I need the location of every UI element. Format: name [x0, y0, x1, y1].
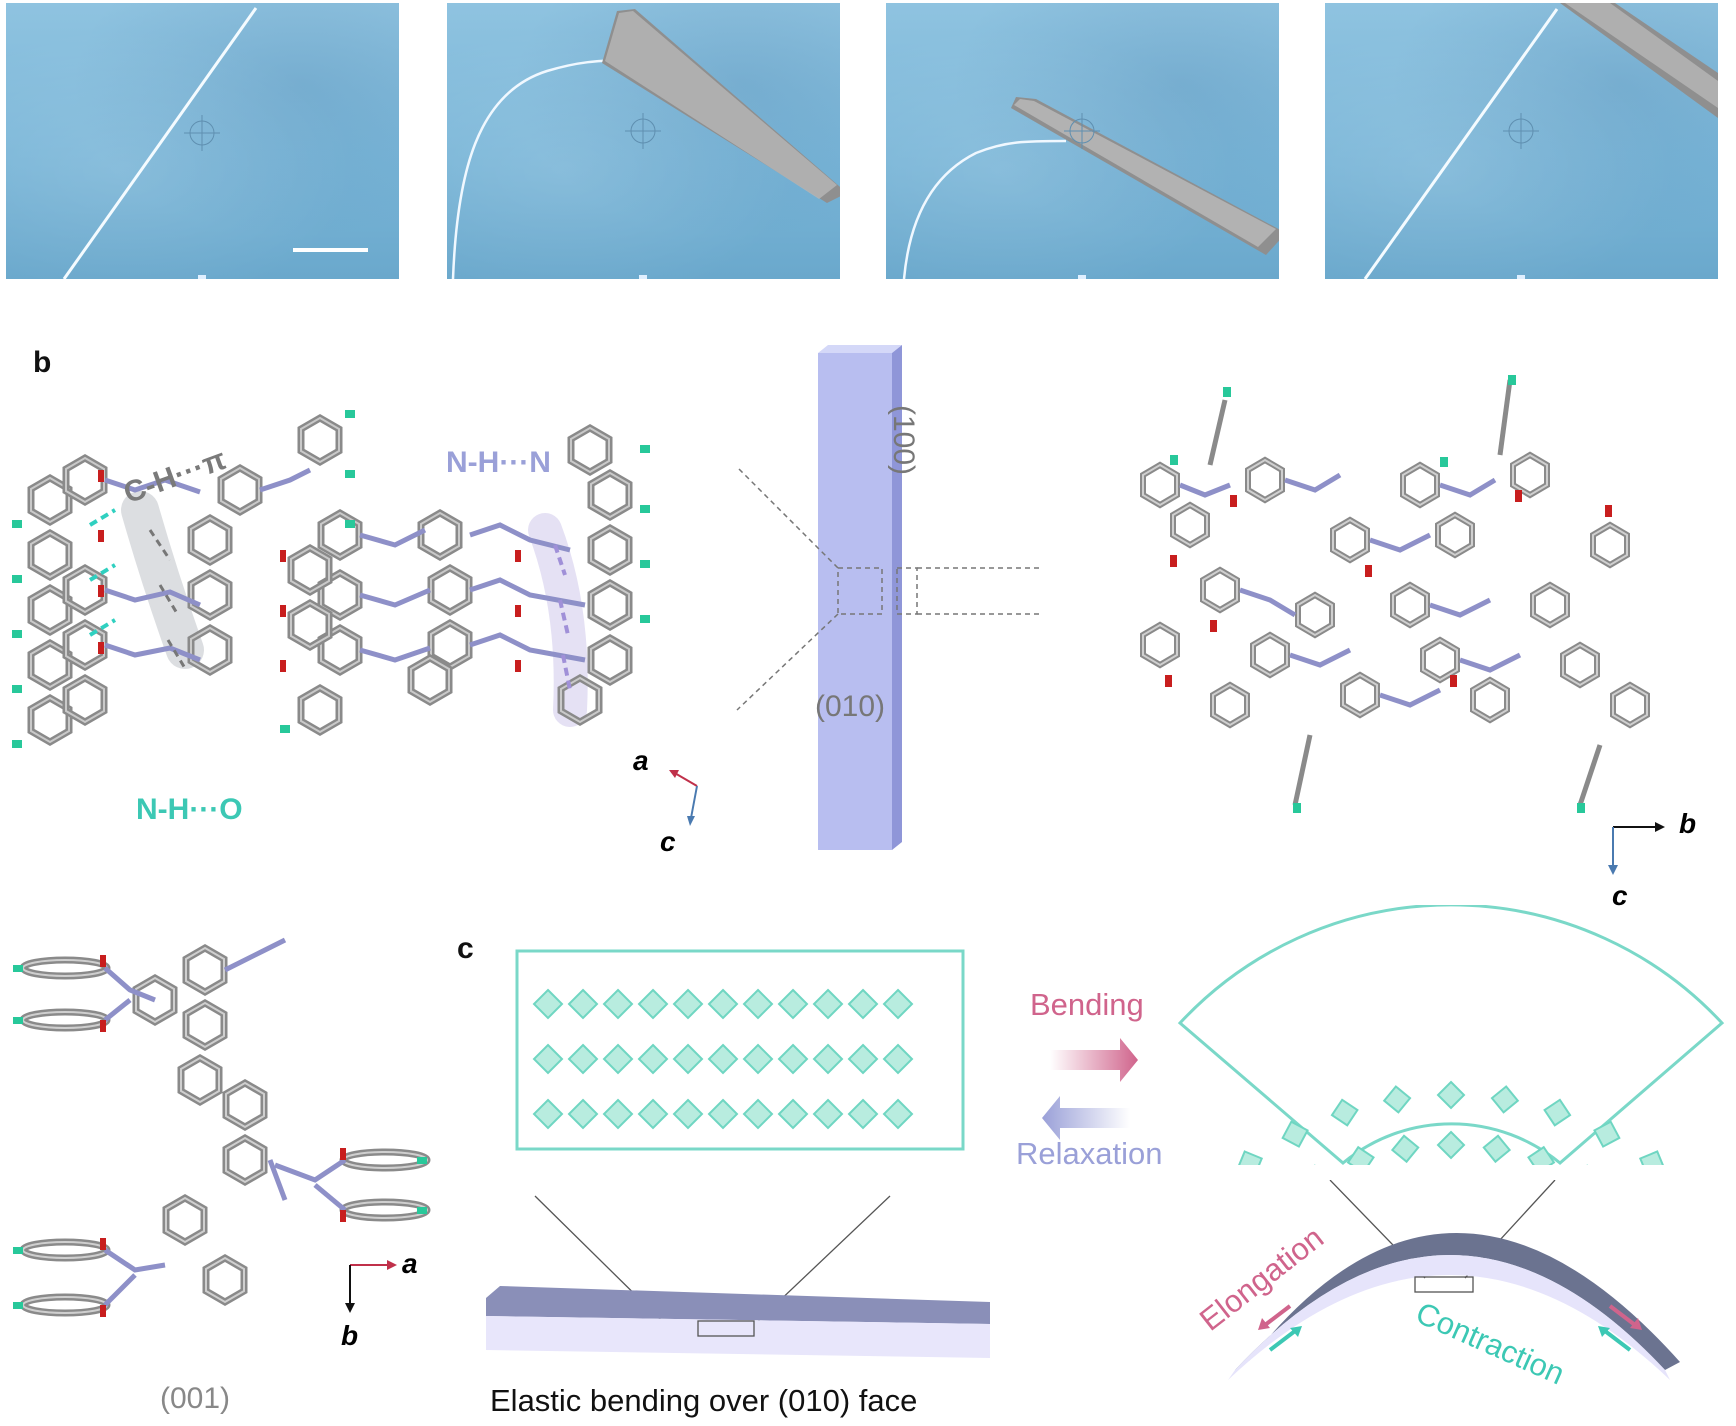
lattice-molecule-bent — [1527, 1145, 1556, 1165]
lattice-molecule — [777, 1043, 809, 1075]
lattice-molecule-bent — [1281, 1120, 1309, 1148]
axis-indicator-ab — [345, 1260, 397, 1313]
lattice-molecule-bent — [1382, 1085, 1412, 1114]
lattice-molecule-bent — [1346, 1145, 1375, 1165]
lattice-molecule-bent — [1436, 1080, 1466, 1110]
face-label-001: (001) — [160, 1382, 231, 1415]
lattice-molecule — [707, 1098, 739, 1130]
lattice-molecule — [812, 1043, 844, 1075]
axis-label-c-right: c — [1612, 880, 1628, 911]
caption-elastic-bending: Elastic bending over (010) face — [490, 1383, 918, 1418]
lattice-molecule — [532, 1098, 564, 1130]
lattice-molecule — [777, 988, 809, 1020]
photo-relaxed-crystal — [1325, 3, 1718, 279]
label-nh-n: N-H···N — [446, 446, 551, 479]
lattice-molecule — [847, 988, 879, 1020]
lattice-molecule — [672, 1098, 704, 1130]
lattice-molecule-bent — [1482, 1134, 1512, 1164]
axis-label-c-left: c — [660, 826, 676, 857]
packing-diagram-ac-view — [12, 410, 650, 748]
packing-diagram-ab-view — [13, 937, 465, 1317]
lattice-molecule — [602, 1043, 634, 1075]
lattice-molecule — [567, 1098, 599, 1130]
lattice-molecule-bent — [1638, 1150, 1666, 1165]
lattice-molecule — [847, 1043, 879, 1075]
lattice-molecule — [742, 1043, 774, 1075]
lattice-molecule — [532, 988, 564, 1020]
lattice-molecule — [707, 988, 739, 1020]
face-label-100: (100) — [887, 405, 920, 476]
panel-label-c: c — [457, 932, 474, 965]
axis-label-a-bottom: a — [402, 1248, 418, 1279]
lattice-molecule-bent — [1304, 1164, 1333, 1165]
photo-straight-crystal — [6, 3, 399, 279]
lattice-molecule — [882, 1043, 914, 1075]
lattice-molecule — [742, 988, 774, 1020]
axis-indicator-ac — [669, 770, 698, 826]
lattice-molecule — [812, 1098, 844, 1130]
bending-arrows — [1042, 1038, 1138, 1140]
lattice-molecule — [637, 988, 669, 1020]
lattice-molecule-bent — [1236, 1150, 1264, 1165]
axis-label-b-bottom: b — [341, 1320, 359, 1351]
lattice-molecule-bent — [1490, 1085, 1520, 1114]
lattice-molecule — [812, 988, 844, 1020]
lattice-molecule — [602, 988, 634, 1020]
label-relaxation: Relaxation — [1016, 1136, 1163, 1171]
straight-crystal-bar — [486, 1195, 990, 1358]
straight-lattice-box — [515, 949, 965, 1151]
lattice-molecule — [532, 1043, 564, 1075]
lattice-molecule — [602, 1098, 634, 1130]
lattice-molecule — [567, 1043, 599, 1075]
lattice-molecule — [672, 1043, 704, 1075]
lattice-molecule — [672, 988, 704, 1020]
label-bending: Bending — [1030, 987, 1144, 1022]
bent-crystal-bar — [1228, 1180, 1680, 1380]
lattice-molecule — [742, 1098, 774, 1130]
bent-lattice-sector — [1177, 905, 1725, 1165]
face-label-010: (010) — [815, 690, 886, 723]
lattice-molecule — [882, 1098, 914, 1130]
lattice-molecule — [847, 1098, 879, 1130]
lattice-molecule-bent — [1593, 1120, 1621, 1148]
lattice-molecule-bent — [1436, 1130, 1466, 1160]
lattice-molecule-bent — [1569, 1164, 1598, 1165]
photo-bent-crystal-1 — [447, 3, 840, 279]
lattice-molecule — [777, 1098, 809, 1130]
lattice-molecule-bent — [1543, 1098, 1572, 1127]
lattice-molecule — [882, 988, 914, 1020]
panel-label-b: b — [33, 346, 52, 379]
axis-indicator-bc — [1608, 822, 1665, 875]
label-nh-o: N-H···O — [136, 793, 243, 826]
crystal-prism-diagram — [736, 345, 1040, 850]
lattice-molecule — [637, 1043, 669, 1075]
axis-label-b-right: b — [1679, 808, 1697, 839]
lattice-molecule — [707, 1043, 739, 1075]
lattice-molecule — [567, 988, 599, 1020]
lattice-molecule-bent — [1330, 1098, 1359, 1127]
lattice-molecule — [637, 1098, 669, 1130]
photo-bent-crystal-2 — [886, 3, 1279, 279]
lattice-molecule-bent — [1390, 1134, 1420, 1164]
axis-label-a-top: a — [633, 745, 649, 776]
packing-diagram-bc-view — [1110, 375, 1710, 813]
